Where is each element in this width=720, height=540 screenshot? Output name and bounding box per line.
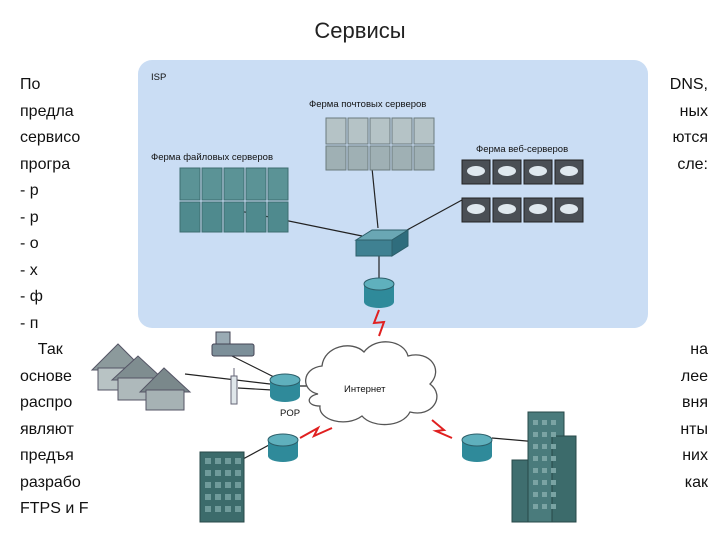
text-line-left: - о — [20, 235, 39, 252]
text-line-right: вня — [682, 394, 708, 411]
pop-label: POP — [280, 408, 300, 419]
text-line: - х — [20, 258, 710, 285]
text-line-right: на — [690, 341, 708, 358]
text-line-left: FTPS и F — [20, 500, 89, 517]
text-line: - р — [20, 205, 710, 232]
switch-icon — [354, 229, 410, 257]
text-line: предъя них — [20, 443, 710, 470]
isp-box — [138, 60, 648, 328]
text-line-left: Так — [20, 341, 63, 358]
slide-title: Сервисы — [314, 18, 406, 43]
internet-label: Интернет — [344, 384, 386, 395]
building-left-icon — [199, 451, 245, 523]
text-line-left: - х — [20, 261, 38, 279]
pop-router-icon — [269, 373, 301, 402]
text-line: - р — [20, 178, 710, 205]
text-line: предла ных — [20, 99, 710, 126]
antenna-icon — [230, 368, 238, 405]
text-line-right: сле: — [677, 155, 708, 173]
text-line-left: предъя — [20, 447, 74, 464]
file-farm-label: Ферма файловых серверов — [151, 152, 273, 163]
text-line: являют нты — [20, 417, 710, 444]
web-farm-label: Ферма веб-серверов — [476, 144, 568, 155]
router-right-icon — [461, 433, 493, 462]
text-line-left: По — [20, 76, 41, 93]
text-line-right: DNS, — [669, 76, 708, 93]
background-text: По DNS, предла ных сервисо ются програ сле: - р -… — [20, 72, 710, 523]
web-server-farm — [461, 159, 584, 223]
text-line-right: них — [682, 447, 708, 464]
text-line-left: предла — [20, 102, 74, 120]
text-line-right: нты — [680, 420, 708, 438]
internet-cloud-icon: Интернет — [305, 341, 438, 426]
modem-icon — [211, 331, 255, 357]
text-line-left: - ф — [20, 288, 43, 305]
text-line-right: лее — [680, 367, 708, 385]
text-line-left: - р — [20, 182, 39, 199]
isp-router-icon — [363, 277, 395, 308]
houses-icon — [90, 343, 192, 411]
mail-farm-label: Ферма почтовых серверов — [309, 99, 426, 110]
text-line-left: - п — [20, 314, 39, 332]
text-line: сервисо ются — [20, 125, 710, 152]
text-line-left: програ — [20, 155, 71, 173]
text-line: FTPS и F — [20, 496, 710, 523]
text-line-right: как — [684, 473, 708, 491]
text-line-right: ных — [679, 102, 708, 120]
text-line: - п — [20, 311, 710, 338]
file-server-farm — [179, 167, 289, 233]
mail-server-farm — [325, 117, 435, 171]
text-line: - ф — [20, 284, 710, 311]
router-left-icon — [267, 433, 299, 462]
text-line: основе лее — [20, 364, 710, 391]
text-line: По DNS, — [20, 72, 710, 99]
isp-label: ISP — [151, 72, 166, 83]
text-line: Так на — [20, 337, 710, 364]
text-line-left: сервисо — [20, 129, 81, 146]
text-line-left: разрабо — [20, 473, 81, 491]
text-line: програ сле: — [20, 152, 710, 179]
text-line-left: являют — [20, 420, 74, 438]
text-line-left: - р — [20, 208, 39, 226]
text-line: - о — [20, 231, 710, 258]
text-line-left: основе — [20, 367, 72, 385]
red-links — [299, 419, 453, 439]
text-line-right: ются — [672, 129, 708, 146]
wan-link — [372, 309, 386, 337]
text-line: разрабо как — [20, 470, 710, 497]
building-right-icon — [511, 411, 577, 523]
text-line-left: распро — [20, 394, 73, 411]
text-line: распро вня — [20, 390, 710, 417]
